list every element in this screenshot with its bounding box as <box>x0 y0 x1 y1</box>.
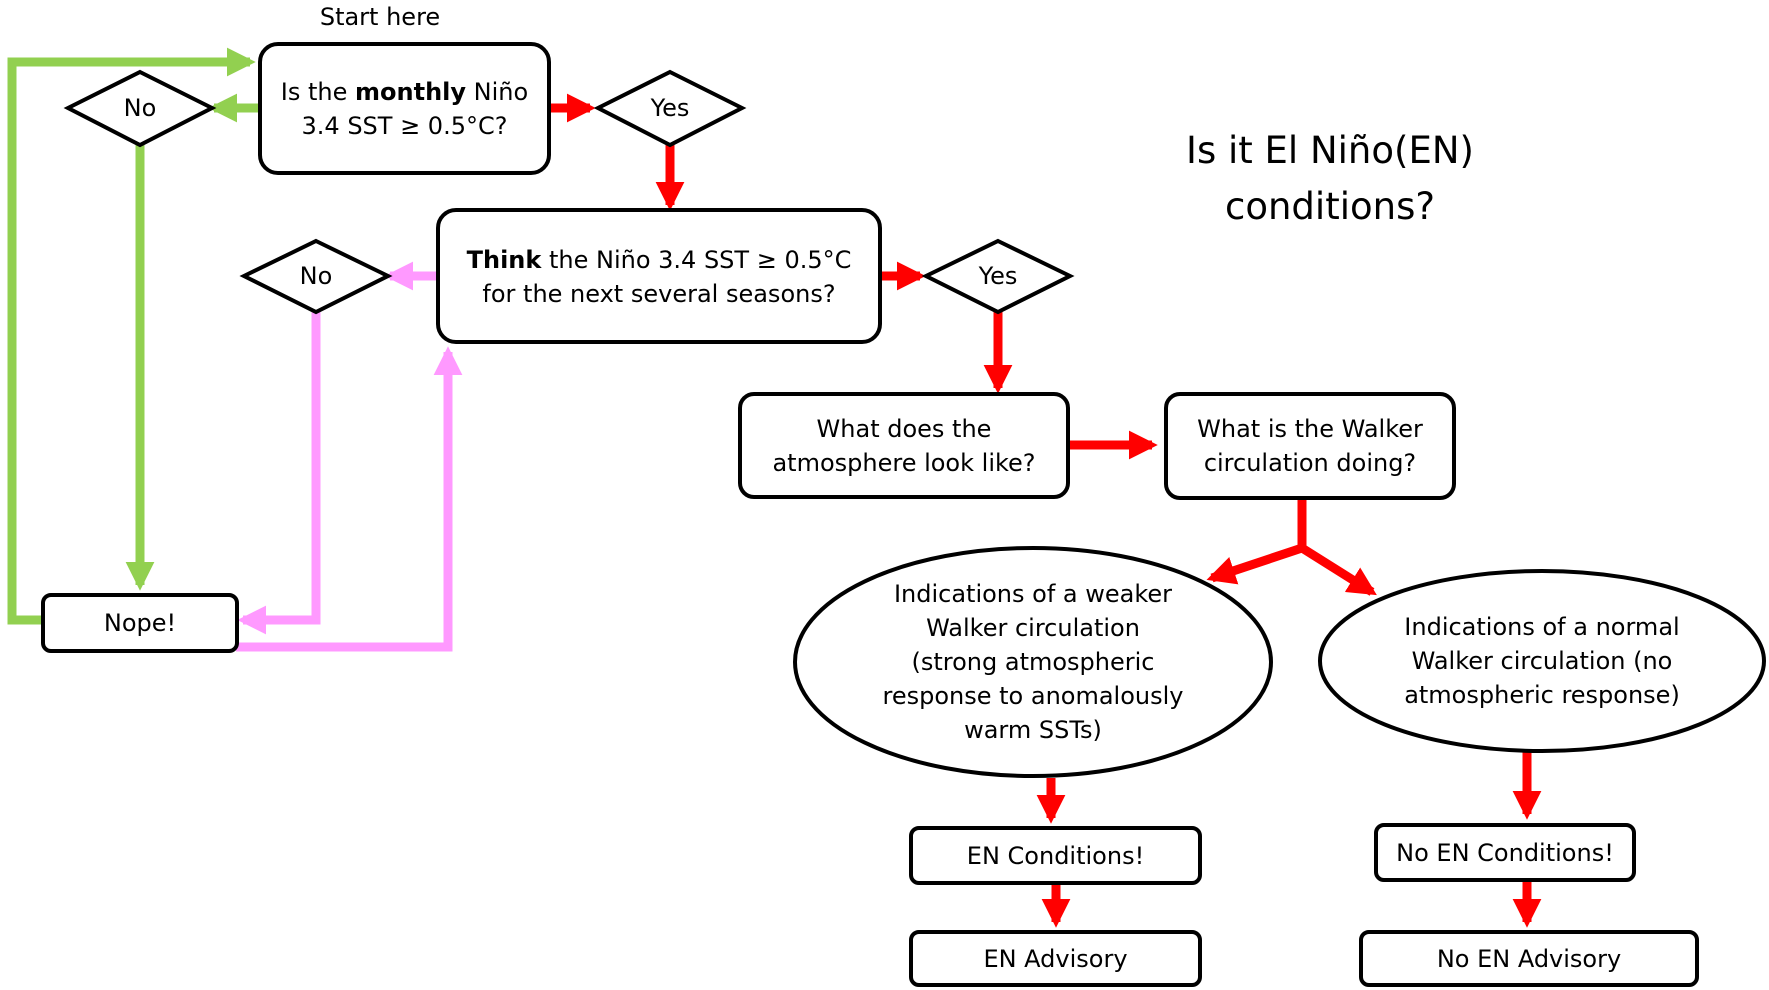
arrow-nope-to-q2 <box>236 346 463 652</box>
arrow-walker-to-weaker <box>1206 543 1304 585</box>
normal-walker-ellipse <box>1318 569 1766 753</box>
weaker-walker-ellipse <box>793 546 1273 778</box>
normal-walker-text: Indications of a normal Walker circulati… <box>1404 613 1680 709</box>
no-en-advisory-label: No EN Advisory <box>1436 944 1622 973</box>
q1-text: Is the monthly Niño 3.4 SST ≥ 0.5°C? <box>280 78 529 140</box>
en-conditions-label: EN Conditions! <box>966 841 1145 870</box>
q2-text: Think the Niño 3.4 SST ≥ 0.5°C for the n… <box>466 246 852 308</box>
q1-yes-label: Yes <box>650 94 690 122</box>
q2-no-label: No <box>299 262 333 290</box>
walker-box <box>1164 392 1456 500</box>
no-en-conditions-box <box>1374 823 1636 882</box>
atmosphere-text: What does the atmosphere look like? <box>772 414 1036 477</box>
en-conditions-box <box>909 826 1202 885</box>
q1-no-diamond <box>63 69 217 148</box>
no-en-conditions-label: No EN Conditions! <box>1396 838 1614 867</box>
q2-yes-diamond <box>921 238 1075 315</box>
weaker-walker-text: Indications of a weaker Walker circulati… <box>882 580 1184 744</box>
q2-yes-label: Yes <box>978 262 1018 290</box>
atmosphere-box <box>738 392 1070 499</box>
q2-no-diamond <box>239 238 393 315</box>
nope-label: Nope! <box>103 609 177 637</box>
en-advisory-label: EN Advisory <box>983 944 1128 973</box>
title-line-2: conditions? <box>1225 185 1435 228</box>
q2-think-box <box>436 208 882 344</box>
q1-monthly-box <box>258 42 551 175</box>
walker-text: What is the Walker circulation doing? <box>1197 415 1423 477</box>
arrow-walker-to-normal <box>1299 544 1377 596</box>
no-en-advisory-box <box>1359 930 1699 987</box>
arrow-nope-loop-to-q1 <box>7 47 256 625</box>
title-line-1: Is it El Niño(EN) <box>1186 129 1474 172</box>
nope-box <box>41 593 239 653</box>
arrow-no2-to-nope <box>237 312 321 635</box>
q1-yes-diamond <box>593 69 747 148</box>
en-advisory-box <box>909 930 1202 987</box>
start-here-label: Start here <box>319 3 441 31</box>
q1-no-label: No <box>123 94 157 122</box>
